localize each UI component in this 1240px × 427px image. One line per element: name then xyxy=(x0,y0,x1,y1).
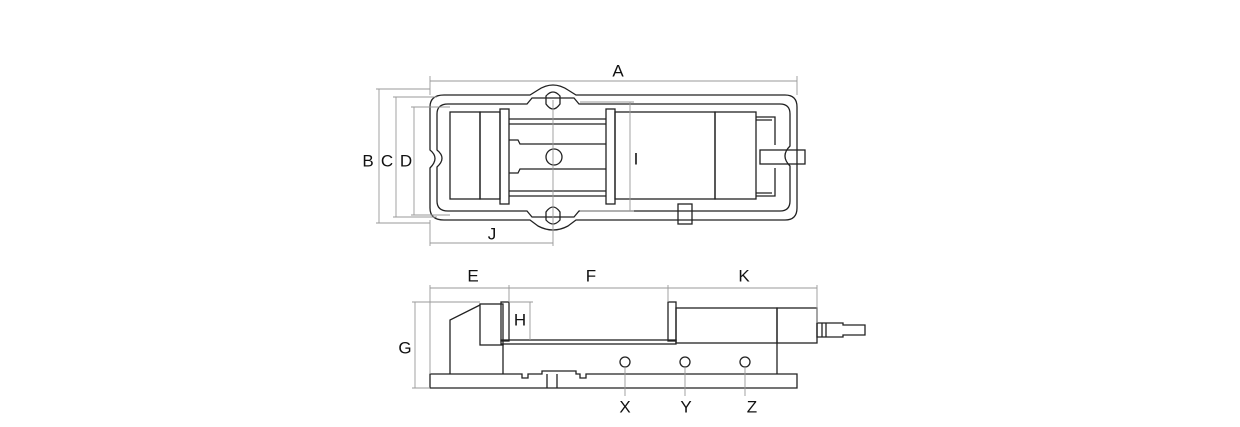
bottom-stub xyxy=(677,203,693,225)
label-Z: Z xyxy=(747,397,757,416)
shaft xyxy=(816,322,866,338)
fixed-jaw-support xyxy=(449,304,481,374)
cylinder xyxy=(776,307,818,344)
hole-leaders xyxy=(624,367,746,396)
side-view: E F K G H X Y Z xyxy=(398,266,866,416)
label-A: A xyxy=(612,61,624,80)
dim-D xyxy=(411,106,450,216)
label-X: X xyxy=(619,397,630,416)
label-D: D xyxy=(400,151,412,170)
base-plate xyxy=(429,370,798,389)
top-notch xyxy=(545,91,561,110)
label-Y: Y xyxy=(680,397,691,416)
body-outline-outer xyxy=(429,84,798,231)
label-C: C xyxy=(381,151,393,170)
body-outline-inner xyxy=(436,97,791,218)
bottom-notch xyxy=(545,206,561,225)
movable-jaw-plate xyxy=(605,108,616,205)
hole-X xyxy=(619,356,631,368)
screw-housing xyxy=(756,116,776,197)
label-G: G xyxy=(398,338,411,357)
label-I: I xyxy=(634,149,639,168)
label-K: K xyxy=(738,266,750,285)
fixed-jaw-block xyxy=(449,111,481,200)
dim-E-F-K xyxy=(429,285,818,374)
label-F: F xyxy=(586,266,596,285)
fixed-jaw-block xyxy=(479,303,504,346)
cylinder xyxy=(714,111,757,200)
bed xyxy=(500,339,677,345)
fixed-jaw-plate xyxy=(500,301,510,342)
dim-J xyxy=(429,100,554,246)
dim-I xyxy=(580,101,634,212)
dim-C xyxy=(393,96,437,218)
fixed-jaw-insert xyxy=(479,111,501,200)
body-side xyxy=(502,343,778,374)
center-hole xyxy=(545,148,563,166)
fixed-jaw-plate xyxy=(499,108,510,205)
handle-stub xyxy=(759,149,806,165)
movable-jaw-plate xyxy=(667,301,677,342)
dim-B xyxy=(376,88,430,224)
dim-A xyxy=(429,76,798,95)
hole-Z xyxy=(739,356,751,368)
guide-rails xyxy=(509,118,606,197)
dim-H xyxy=(509,301,533,340)
base-slot xyxy=(546,374,558,388)
label-H: H xyxy=(514,310,526,329)
label-J: J xyxy=(488,224,497,243)
hole-Y xyxy=(679,356,691,368)
movable-jaw-body xyxy=(675,307,778,344)
top-view: A B C D I J xyxy=(362,61,806,246)
label-B: B xyxy=(362,151,373,170)
dim-G xyxy=(412,301,480,389)
label-E: E xyxy=(467,266,478,285)
